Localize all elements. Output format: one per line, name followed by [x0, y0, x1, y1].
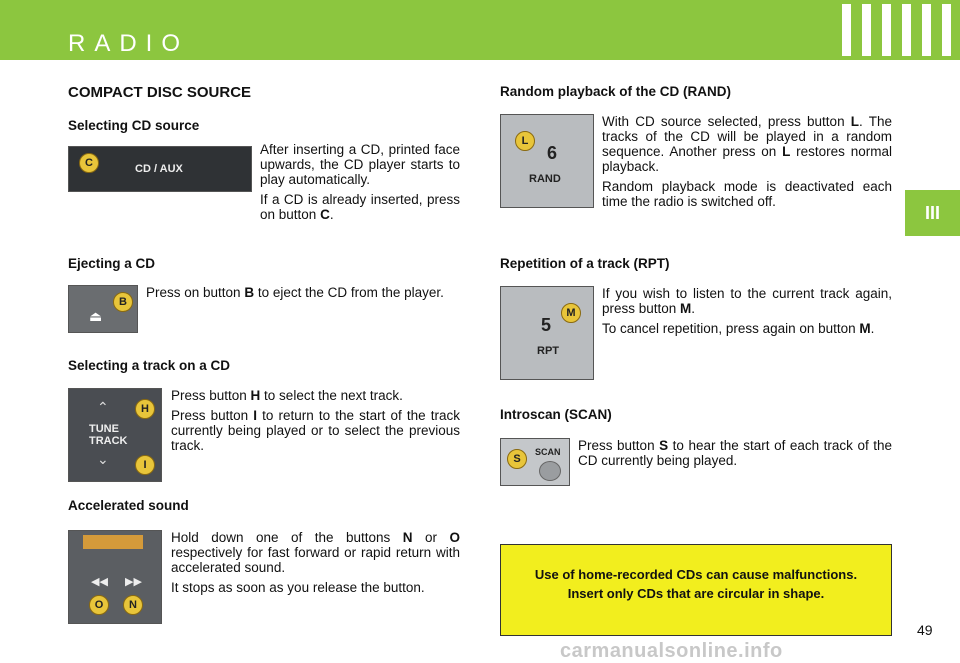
random-heading: Random playback of the CD (RAND)	[500, 84, 732, 99]
ejecting-heading: Ejecting a CD	[68, 256, 156, 271]
cd-aux-label: CD / AUX	[135, 163, 183, 175]
rand-label: RAND	[529, 173, 561, 185]
chevron-up-icon: ⌃	[97, 399, 109, 415]
scan-p1: Press button S to hear the start of each…	[578, 438, 893, 468]
cd-aux-button-image: C CD / AUX	[68, 146, 252, 192]
selecting-track-text: Press button H to select the next track.…	[171, 388, 460, 458]
warning-line-2: Insert only CDs that are circular in sha…	[567, 586, 825, 601]
tune-track-label: TUNE TRACK	[89, 423, 128, 447]
warning-line-1: Use of home-recorded CDs can cause malfu…	[534, 567, 858, 582]
chapter-tab: III	[905, 190, 960, 236]
repeat-heading: Repetition of a track (RPT)	[500, 256, 670, 271]
button-s-marker: S	[507, 449, 527, 469]
eject-icon: ⏏	[89, 308, 103, 324]
page-header: RADIO	[0, 0, 960, 60]
chevron-down-icon: ⌄	[97, 451, 109, 467]
button-o-marker: O	[89, 595, 109, 615]
repeat-p2: To cancel repetition, press again on but…	[602, 321, 875, 336]
ejecting-text: Press on button B to eject the CD from t…	[146, 285, 460, 305]
selecting-source-heading: Selecting CD source	[68, 118, 200, 133]
selecting-source-p1: After inserting a CD, printed face upwar…	[260, 142, 460, 187]
accelerated-p1: Hold down one of the buttons N or O resp…	[171, 530, 460, 575]
selecting-track-p2: Press button I to return to the start of…	[171, 408, 460, 453]
rewind-icon: ◀◀	[91, 576, 108, 588]
scan-button-image: S SCAN	[500, 438, 570, 486]
header-stripe	[942, 4, 951, 56]
button-c-marker: C	[79, 153, 99, 173]
rand-button-image: L 6 RAND	[500, 114, 594, 208]
button-l-marker: L	[515, 131, 535, 151]
fast-forward-icon: ▶▶	[125, 576, 142, 588]
header-stripe	[842, 4, 851, 56]
accelerated-p2: It stops as soon as you release the butt…	[171, 580, 425, 595]
eject-button-image: B ⏏	[68, 285, 138, 333]
scan-label: SCAN	[535, 447, 561, 457]
footer-watermark: carmanualsonline.info	[560, 640, 783, 662]
button-m-marker: M	[561, 303, 581, 323]
rpt-button-image: M 5 RPT	[500, 286, 594, 380]
selecting-source-text: After inserting a CD, printed face upwar…	[260, 142, 460, 227]
selecting-track-p1: Press button H to select the next track.	[171, 388, 403, 403]
page-title: RADIO	[68, 30, 190, 57]
repeat-text: If you wish to listen to the current tra…	[602, 286, 892, 341]
ejecting-p1: Press on button B to eject the CD from t…	[146, 285, 444, 300]
accelerated-text: Hold down one of the buttons N or O resp…	[171, 530, 460, 600]
accelerated-heading: Accelerated sound	[68, 498, 189, 513]
random-p1: With CD source selected, press button L.…	[602, 114, 892, 174]
page-number: 49	[917, 622, 933, 638]
key-number-5: 5	[541, 315, 552, 335]
button-i-marker: I	[135, 455, 155, 475]
header-stripe	[922, 4, 931, 56]
selecting-source-p2: If a CD is already inserted, press on bu…	[260, 192, 460, 222]
rpt-label: RPT	[537, 345, 559, 357]
button-b-marker: B	[113, 292, 133, 312]
scan-knob	[539, 461, 561, 481]
scan-heading: Introscan (SCAN)	[500, 407, 612, 422]
warning-box: Use of home-recorded CDs can cause malfu…	[500, 544, 892, 636]
scan-text: Press button S to hear the start of each…	[578, 438, 892, 473]
section-title: COMPACT DISC SOURCE	[68, 84, 252, 101]
header-stripe	[882, 4, 891, 56]
repeat-p1: If you wish to listen to the current tra…	[602, 286, 892, 316]
selecting-track-heading: Selecting a track on a CD	[68, 358, 231, 373]
button-n-marker: N	[123, 595, 143, 615]
random-p2: Random playback mode is deactivated each…	[602, 179, 892, 209]
button-h-marker: H	[135, 399, 155, 419]
key-number-6: 6	[547, 143, 558, 163]
header-stripe	[902, 4, 911, 56]
accelerated-buttons-image: ◀◀ ▶▶ O N	[68, 530, 162, 624]
tune-track-image: ⌃ TUNE TRACK ⌄ H I	[68, 388, 162, 482]
display-segment	[83, 535, 143, 549]
header-stripe	[862, 4, 871, 56]
random-text: With CD source selected, press button L.…	[602, 114, 892, 214]
